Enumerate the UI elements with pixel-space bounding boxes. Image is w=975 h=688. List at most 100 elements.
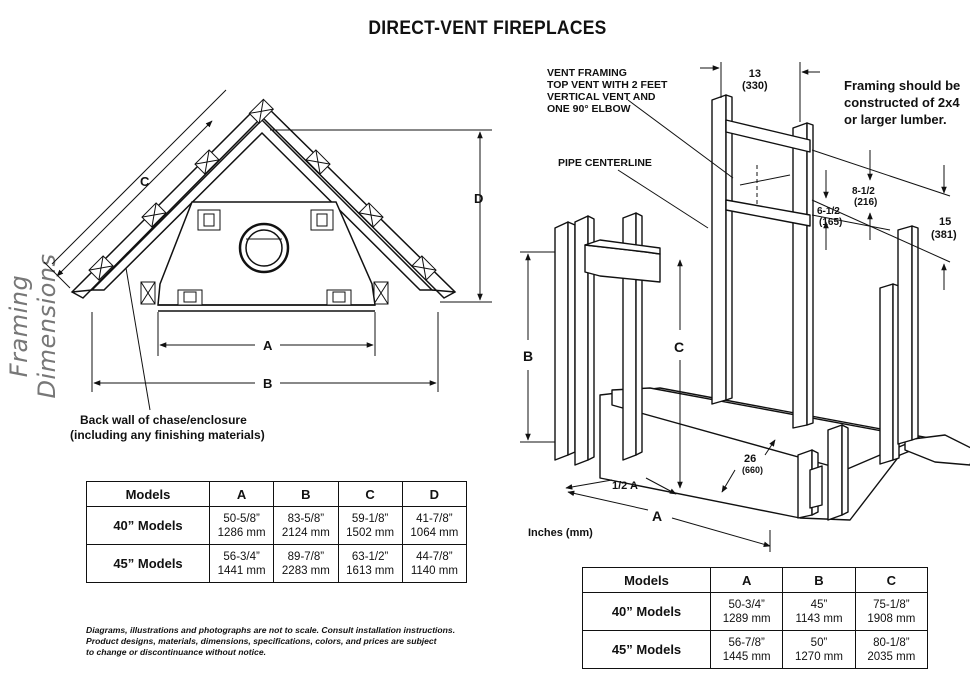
cell-inches: 56-3/4” [223,550,260,563]
model-cell: 45” Models [86,544,210,583]
cell-mm: 1613 mm [346,564,395,577]
cell-mm: 2283 mm [281,564,330,577]
page-title: DIRECT-VENT FIREPLACES [368,18,607,39]
table-header: C [337,481,403,507]
framing-note-line-3: or larger lumber. [844,112,947,127]
cell-inches: 50-5/8” [223,512,260,525]
left-dim-b-label: B [263,376,272,391]
cell-inches: 80-1/8” [873,636,910,649]
dim-6-5-mm-label: (165) [819,217,842,228]
cell-inches: 44-7/8” [416,550,453,563]
table-header: Models [86,481,210,507]
dim-13-mm: (330) [742,80,768,92]
cell-mm: 1445 mm [722,650,771,663]
table-header-row: Models A B C [582,567,929,593]
cell-mm: 2124 mm [281,526,330,539]
dim-13-label: 13 (330) [742,68,768,92]
right-dim-26-label: 26 [744,453,756,465]
disclaimer-line-3: to change or discontinuance without noti… [86,647,266,657]
cell-mm: 1289 mm [722,612,771,625]
right-dim-a-label: A [652,508,662,524]
cell-inches: 50-3/4” [728,598,765,611]
back-wall-note-line1: Back wall of chase/enclosure [80,413,247,427]
left-dim-c-label: C [140,174,150,189]
table-header-row: Models A B C D [86,481,468,507]
table-header: B [273,481,339,507]
framing-3d-diagram: B C 1/2 A A 26 (660) 8-1/2 (216) 6-1/2 (… [520,62,970,552]
cell-inches: 75-1/8” [873,598,910,611]
dim-13-value: 13 [748,68,761,80]
framing-dimensions-table: Models A B C 40” Models 50-3/4”1289 mm 4… [582,567,929,669]
cell-mm: 1286 mm [217,526,266,539]
cell-inches: 63-1/2” [351,550,389,563]
left-dim-d-label: D [474,191,483,206]
cell-inches: 56-7/8” [728,636,765,649]
cell-mm: 1502 mm [346,526,395,539]
vent-note-line-4: ONE 90° ELBOW [547,103,631,115]
table-cell: 56-7/8”1445 mm [709,630,784,669]
table-row: 45” Models 56-3/4”1441 mm 89-7/8”2283 mm… [86,544,468,583]
table-cell: 45”1143 mm [782,592,856,631]
disclaimer-line-2: Product designs, materials, dimensions, … [86,636,437,646]
units-note: Inches (mm) [528,527,593,539]
table-header: A [208,481,275,507]
dim-8-5-label: 8-1/2 [852,186,875,197]
cell-inches: 45” [810,598,828,611]
cell-inches: 41-7/8” [416,512,453,525]
table-header: C [854,567,929,593]
framing-lumber-note: Framing should be constructed of 2x4 or … [844,77,960,128]
table-cell: 50-3/4”1289 mm [709,592,784,631]
right-dim-b-label: B [523,348,533,364]
back-wall-note-line2: (including any finishing materials) [70,428,265,442]
vent-note-line-2: TOP VENT WITH 2 FEET [547,79,668,91]
right-dim-26-mm-label: (660) [742,465,763,475]
cell-mm: 1270 mm [795,650,843,663]
table-cell: 44-7/8”1140 mm [401,544,468,583]
disclaimer-line-1: Diagrams, illustrations and photographs … [86,625,456,635]
cell-inches: 83-5/8” [287,512,325,525]
vent-note-line-3: VERTICAL VENT AND [547,91,656,103]
right-dim-c-label: C [674,339,684,355]
cell-mm: 1441 mm [217,564,266,577]
table-row: 40” Models 50-3/4”1289 mm 45”1143 mm 75-… [582,592,929,631]
dim-15-mm-label: (381) [931,229,957,241]
model-cell: 40” Models [582,592,711,631]
table-cell: 63-1/2”1613 mm [337,544,403,583]
model-cell: 45” Models [582,630,711,669]
framing-note-line-1: Framing should be [844,78,961,93]
table-header: Models [582,567,711,593]
cell-mm: 1908 mm [867,612,916,625]
pipe-centerline-label: PIPE CENTERLINE [558,157,652,169]
framing-note-line-2: constructed of 2x4 [844,95,960,110]
table-cell: 59-1/8”1502 mm [337,506,403,545]
cell-mm: 1143 mm [795,612,843,625]
table-row: 45” Models 56-7/8”1445 mm 50”1270 mm 80-… [582,630,929,669]
table-row: 40” Models 50-5/8”1286 mm 83-5/8”2124 mm… [86,506,468,545]
table-header: A [709,567,784,593]
cell-inches: 59-1/8” [351,512,389,525]
left-dim-a-label: A [263,338,273,353]
dim-6-5-label: 6-1/2 [817,206,840,217]
vent-framing-note: VENT FRAMING TOP VENT WITH 2 FEET VERTIC… [547,67,667,115]
dim-8-5-mm-label: (216) [854,197,877,208]
cell-mm: 1064 mm [410,526,459,539]
table-cell: 83-5/8”2124 mm [273,506,339,545]
disclaimer: Diagrams, illustrations and photographs … [86,625,486,658]
cell-mm: 1140 mm [410,564,458,577]
table-cell: 80-1/8”2035 mm [854,630,929,669]
corner-dimensions-table: Models A B C D 40” Models 50-5/8”1286 mm… [86,481,468,583]
table-cell: 89-7/8”2283 mm [273,544,339,583]
table-cell: 50”1270 mm [782,630,856,669]
table-cell: 50-5/8”1286 mm [208,506,275,545]
table-cell: 56-3/4”1441 mm [208,544,275,583]
cell-mm: 2035 mm [867,650,916,663]
model-cell: 40” Models [86,506,210,545]
table-header: B [782,567,856,593]
table-header: D [401,481,468,507]
right-dim-half-a-label: 1/2 A [612,480,638,492]
vent-note-line-1: VENT FRAMING [547,67,627,79]
dim-15-label: 15 [939,216,951,228]
cell-inches: 89-7/8” [287,550,325,563]
table-cell: 75-1/8”1908 mm [854,592,929,631]
table-cell: 41-7/8”1064 mm [401,506,468,545]
